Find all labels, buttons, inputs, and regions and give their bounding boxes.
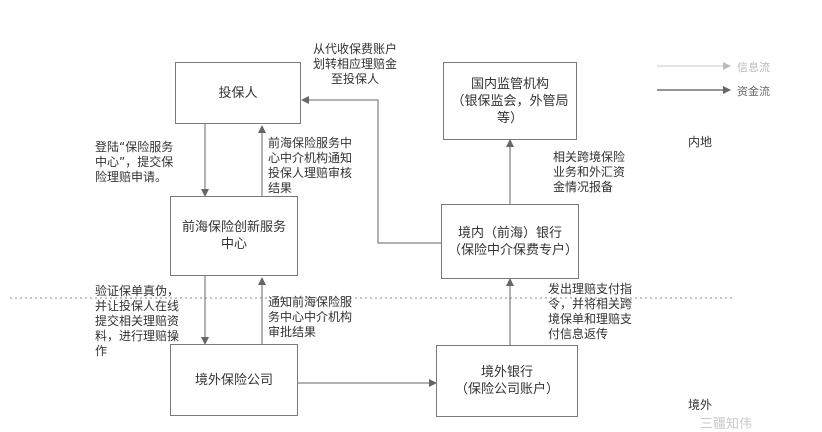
node-domestic-bank: 境内（前海）银行 （保险中介保费专户） [441, 204, 579, 279]
region-overseas-label: 境外 [688, 398, 713, 412]
label-verify-policy: 验证保单真伪， 并让投保人在线 提交相关理赔资 料，进行理赔操 作 [95, 284, 180, 358]
region-mainland-label: 内地 [688, 135, 713, 149]
node-policyholder-label: 投保人 [218, 85, 258, 101]
node-domestic-regulator: 国内监管机构 （银保监会，外管局等） [443, 62, 577, 140]
label-cross-border-report: 相关跨境保险 业务和外汇资 金情况报备 [553, 150, 626, 194]
label-notify-review: 前海保险服务中 心中介机构通知 投保人理赔审核 结果 [268, 136, 353, 195]
label-login-submit: 登陆“保险服务 中心”，提交保 险理赔申请。 [95, 140, 174, 184]
watermark-text: 三疆知伟 [700, 417, 753, 432]
legend-info-flow-label: 信息流 [737, 61, 770, 74]
node-overseas-bank: 境外银行 （保险公司账户） [436, 345, 578, 417]
label-payment-instruction: 发出理赔支付指 令，并将相关跨 境保单和理赔支 付信息返传 [548, 282, 633, 341]
label-transfer-to-policyholder: 从代收保费账户 划转相应理赔金 至投保人 [313, 42, 398, 86]
node-qianhai-center: 前海保险创新服务中心 [170, 196, 298, 276]
edge-bank-to-policyholder [301, 96, 441, 244]
node-overseas-insurer: 境外保险公司 [170, 344, 298, 416]
node-overseas-bank-label: 境外银行 （保险公司账户） [454, 365, 559, 397]
legend-fund-flow-label: 资金流 [737, 85, 770, 98]
node-qianhai-center-label: 前海保险创新服务中心 [181, 220, 286, 252]
node-overseas-insurer-label: 境外保险公司 [194, 372, 273, 388]
node-domestic-regulator-label: 国内监管机构 （银保监会，外管局等） [451, 76, 569, 126]
node-policyholder: 投保人 [175, 62, 301, 124]
label-notify-approval: 通知前海保险服 务中心中介机构 审批结果 [268, 295, 353, 339]
node-domestic-bank-label: 境内（前海）银行 （保险中介保费专户） [448, 225, 579, 258]
